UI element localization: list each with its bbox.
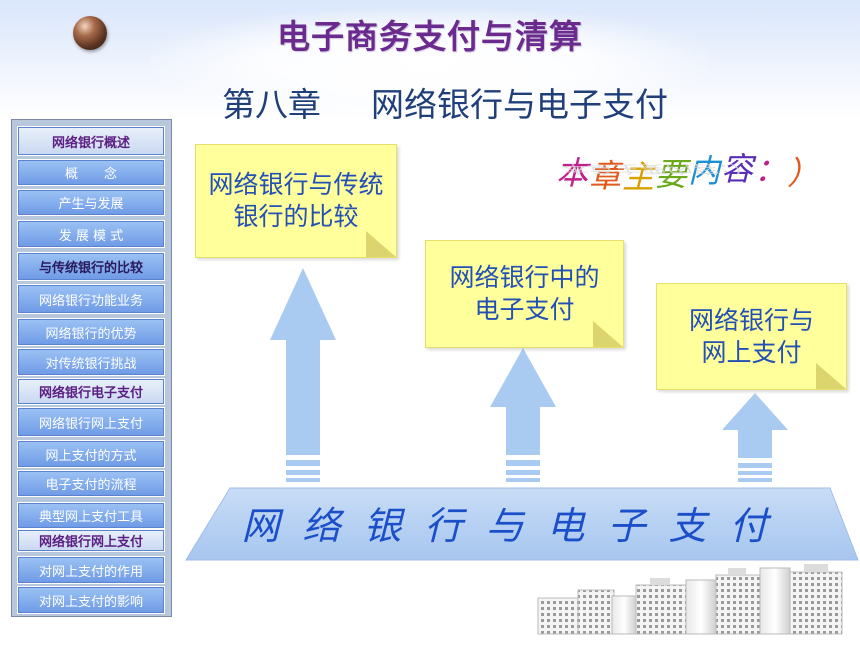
- wordart-char: 章: [589, 157, 623, 196]
- sidebar-item-payment-tools[interactable]: 典型网上支付工具: [17, 502, 165, 529]
- note-line: 银行的比较: [233, 202, 359, 231]
- wordart-char: 要: [655, 155, 689, 194]
- sidebar-item-concept[interactable]: 概 念: [17, 159, 165, 186]
- arrow-up-left: [270, 268, 336, 482]
- sidebar-item-payment-methods[interactable]: 网上支付的方式: [17, 440, 165, 468]
- chapter-heading: 第八章 网络银行与电子支付: [222, 78, 668, 126]
- note-line: 网络银行中的: [449, 263, 600, 292]
- wordart-char: ：: [754, 150, 788, 189]
- sidebar-item-functions[interactable]: 网络银行功能业务: [17, 284, 165, 314]
- sidebar-item-label: 与传统银行的比较: [38, 261, 143, 276]
- note-line: 网络银行与: [688, 305, 814, 335]
- main-content-wordart: 本章主要内容：）: [556, 148, 821, 196]
- base-platform: [185, 487, 859, 561]
- sidebar-item-label: 网络银行电子支付: [38, 386, 143, 401]
- sidebar-item-comparison[interactable]: 与传统银行的比较: [17, 252, 165, 281]
- sidebar-item-label: 网络银行网上支付: [38, 416, 143, 432]
- sidebar-item-label: 对网上支付的作用: [38, 564, 143, 580]
- sidebar-item-challenges[interactable]: 对传统银行挑战: [17, 348, 165, 376]
- sidebar-item-advantages[interactable]: 网络银行的优势: [17, 318, 165, 346]
- note-line: 网上支付: [701, 337, 802, 367]
- wordart-char: 容: [721, 150, 755, 189]
- sidebar-nav: 网络银行概述 概 念 产生与发展 发 展 模 式 与传统银行的比较 网络银行功能…: [11, 119, 172, 617]
- sidebar-item-overview[interactable]: 网络银行概述: [17, 126, 165, 156]
- sidebar-item-label: 网络银行网上支付: [38, 535, 143, 550]
- chapter-title: 网络银行与电子支付: [371, 85, 668, 124]
- sidebar-item-bank-online-payment[interactable]: 网络银行网上支付: [17, 529, 165, 552]
- sidebar-item-label: 网络银行概述: [51, 135, 130, 151]
- sidebar-item-origin[interactable]: 产生与发展: [17, 189, 165, 216]
- sidebar-item-payment-flow[interactable]: 电子支付的流程: [17, 470, 165, 497]
- note-comparison: 网络银行与传统 银行的比较: [195, 144, 397, 258]
- wordart-char: ）: [787, 154, 821, 193]
- sidebar-item-label: 对传统银行挑战: [45, 356, 137, 372]
- chapter-number: 第八章: [222, 85, 321, 124]
- sidebar-item-label: 电子支付的流程: [45, 478, 137, 493]
- note-fold: [593, 321, 623, 347]
- city-skyline-illustration: [537, 564, 843, 635]
- sidebar-item-payment-impact[interactable]: 对网上支付的影响: [17, 586, 165, 614]
- wordart-reflection: 本章主要内容：）: [560, 161, 756, 176]
- sidebar-item-payment-role[interactable]: 对网上支付的作用: [17, 556, 165, 584]
- arrow-up-middle: [490, 348, 556, 482]
- base-platform-label: 网络银行与电子支付: [241, 504, 791, 548]
- sidebar-item-label: 产生与发展: [58, 197, 124, 212]
- sidebar-item-e-payment[interactable]: 网络银行电子支付: [17, 378, 165, 405]
- wordart-char: 内: [688, 152, 722, 191]
- bronze-orb-icon: [73, 16, 107, 50]
- sidebar-item-label: 发 展 模 式: [58, 228, 124, 244]
- wordart-char: 本: [556, 154, 590, 192]
- wordart-char: 主: [622, 157, 656, 196]
- note-line: 电子支付: [474, 295, 575, 324]
- sidebar-item-label: 网络银行的优势: [45, 326, 137, 342]
- sidebar-item-label: 网上支付的方式: [45, 448, 137, 464]
- sidebar-item-label: 概 念: [64, 167, 117, 182]
- note-online-payment: 网络银行与 网上支付: [656, 283, 847, 390]
- note-line: 网络银行与传统: [208, 170, 384, 199]
- note-e-payment: 网络银行中的 电子支付: [425, 240, 624, 348]
- sidebar-item-label: 典型网上支付工具: [38, 510, 143, 525]
- sidebar-item-label: 对网上支付的影响: [38, 594, 143, 610]
- note-fold: [816, 363, 846, 389]
- arrow-up-right: [722, 393, 788, 482]
- sidebar-item-online-payment[interactable]: 网络银行网上支付: [17, 407, 165, 437]
- header-glow: [150, 8, 710, 118]
- sidebar-item-models[interactable]: 发 展 模 式: [17, 220, 165, 248]
- slide-title: 电子商务支付与清算: [277, 17, 583, 56]
- note-fold: [366, 231, 396, 257]
- sidebar-item-label: 网络银行功能业务: [38, 293, 143, 309]
